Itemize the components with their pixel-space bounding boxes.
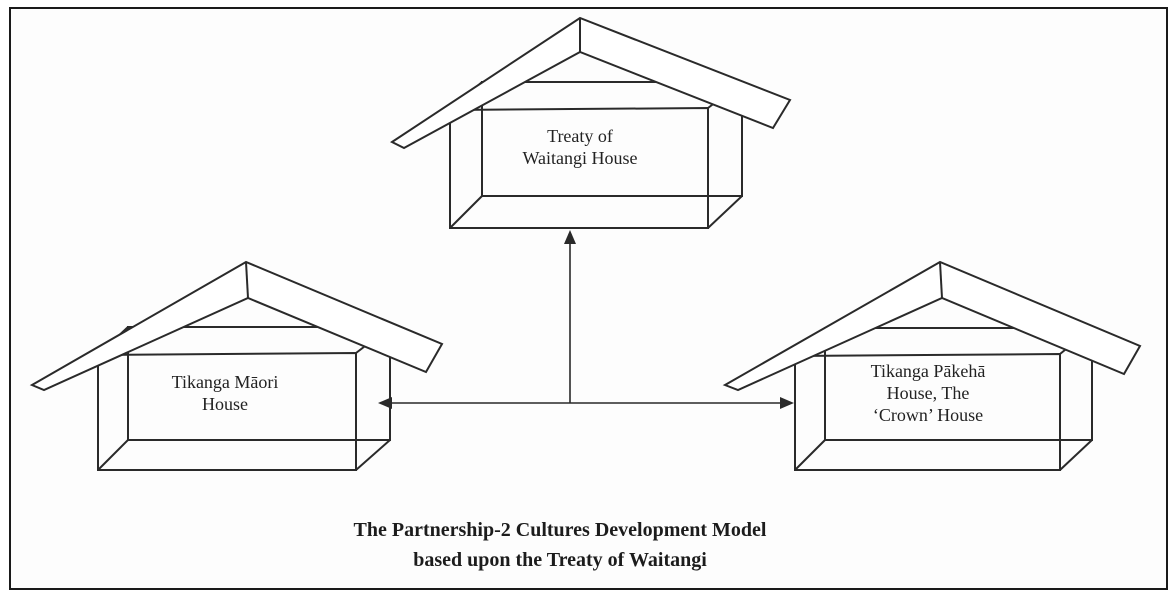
maori-house-label: Tikanga Māori House bbox=[150, 371, 300, 415]
connector-arrows bbox=[378, 230, 794, 409]
caption-line2: based upon the Treaty of Waitangi bbox=[413, 549, 707, 571]
treaty-house-label: Treaty of Waitangi House bbox=[505, 125, 655, 169]
arrowhead-left-icon bbox=[378, 397, 392, 409]
maori-house-icon bbox=[29, 260, 444, 471]
pakeha-house-label-line1: Tikanga Pākehā bbox=[870, 361, 986, 381]
treaty-house-label-line2: Waitangi House bbox=[522, 148, 638, 168]
pakeha-house-icon bbox=[722, 260, 1142, 471]
caption-line1: The Partnership-2 Cultures Development M… bbox=[353, 519, 767, 541]
pakeha-house-label-line2: House, The bbox=[886, 383, 970, 403]
treaty-house-label-line1: Treaty of bbox=[547, 126, 613, 146]
maori-house-label-line2: House bbox=[202, 394, 248, 414]
pakeha-house-label: Tikanga Pākehā House, The ‘Crown’ House bbox=[838, 360, 1018, 426]
arrowhead-up-icon bbox=[564, 230, 576, 244]
treaty-house-icon bbox=[390, 16, 792, 229]
pakeha-house-label-line3: ‘Crown’ House bbox=[872, 405, 984, 425]
maori-house-label-line1: Tikanga Māori bbox=[171, 372, 279, 392]
arrowhead-right-icon bbox=[780, 397, 794, 409]
